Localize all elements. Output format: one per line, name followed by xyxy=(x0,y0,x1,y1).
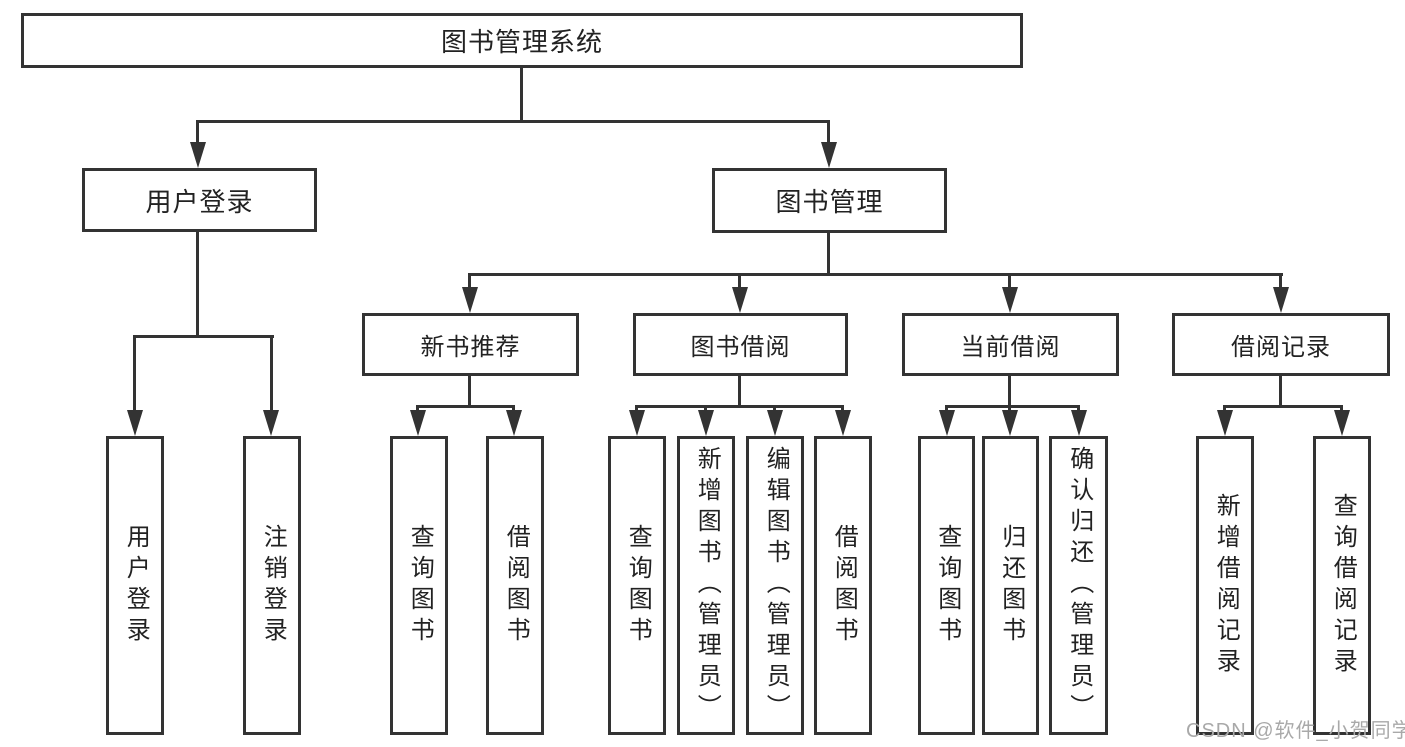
arrow-down-icon xyxy=(821,142,837,168)
leaf-user-login: 用户登录 xyxy=(106,436,164,735)
leaf-borrow-books: 借阅图书 xyxy=(814,436,872,735)
connector-line xyxy=(133,335,136,412)
connector-line xyxy=(635,405,638,413)
leaf-query-books: 查询图书 xyxy=(390,436,448,735)
leaf-query-borrow-record: 查询借阅记录 xyxy=(1313,436,1371,735)
connector-line xyxy=(196,230,199,338)
leaf-return-books: 归还图书 xyxy=(982,436,1039,735)
arrow-down-icon xyxy=(1217,410,1233,436)
connector-line xyxy=(945,405,948,413)
connector-line xyxy=(1340,405,1343,413)
connector-line xyxy=(270,335,273,412)
connector-line xyxy=(841,405,844,413)
connector-line xyxy=(945,405,1080,408)
connector-line xyxy=(1279,273,1282,289)
connector-line xyxy=(133,335,274,338)
connector-line xyxy=(1223,405,1343,408)
connector-line xyxy=(416,405,419,413)
node-book-borrowing: 图书借阅 xyxy=(633,313,848,376)
connector-line xyxy=(1077,405,1080,413)
arrow-down-icon xyxy=(462,287,478,313)
leaf-confirm-return-admin: 确认归还（管理员） xyxy=(1049,436,1108,735)
leaf-add-books-admin: 新增图书（管理员） xyxy=(677,436,735,735)
arrow-down-icon xyxy=(939,410,955,436)
arrow-down-icon xyxy=(1071,410,1087,436)
connector-line xyxy=(1008,374,1011,408)
arrow-down-icon xyxy=(1002,287,1018,313)
arrow-down-icon xyxy=(506,410,522,436)
arrow-down-icon xyxy=(835,410,851,436)
connector-line xyxy=(468,273,471,289)
connector-line xyxy=(469,273,1283,276)
arrow-down-icon xyxy=(127,410,143,436)
arrow-down-icon xyxy=(698,410,714,436)
node-library-management-system: 图书管理系统 xyxy=(21,13,1023,68)
connector-line xyxy=(196,120,199,146)
connector-line xyxy=(468,374,471,408)
connector-line xyxy=(827,120,830,146)
leaf-query-books: 查询图书 xyxy=(918,436,975,735)
connector-line xyxy=(1008,273,1011,289)
connector-line xyxy=(416,405,515,408)
node-new-book-recommend: 新书推荐 xyxy=(362,313,579,376)
connector-line xyxy=(1223,405,1226,413)
arrow-down-icon xyxy=(732,287,748,313)
arrow-down-icon xyxy=(767,410,783,436)
arrow-down-icon xyxy=(1002,410,1018,436)
arrow-down-icon xyxy=(190,142,206,168)
arrow-down-icon xyxy=(410,410,426,436)
connector-line xyxy=(1279,374,1282,408)
leaf-query-books: 查询图书 xyxy=(608,436,666,735)
connector-line xyxy=(773,405,776,413)
node-borrow-records: 借阅记录 xyxy=(1172,313,1390,376)
arrow-down-icon xyxy=(629,410,645,436)
arrow-down-icon xyxy=(1273,287,1289,313)
leaf-edit-books-admin: 编辑图书（管理员） xyxy=(746,436,804,735)
node-user-login: 用户登录 xyxy=(82,168,317,232)
csdn-watermark: CSDN @软件_小贺同学 xyxy=(1186,720,1405,742)
arrow-down-icon xyxy=(263,410,279,436)
connector-line xyxy=(520,66,523,123)
node-book-management: 图书管理 xyxy=(712,168,947,233)
arrow-down-icon xyxy=(1334,410,1350,436)
connector-line xyxy=(704,405,707,413)
leaf-borrow-books: 借阅图书 xyxy=(486,436,544,735)
node-current-borrowing: 当前借阅 xyxy=(902,313,1119,376)
connector-line xyxy=(1008,405,1011,413)
connector-line xyxy=(635,405,843,408)
connector-line xyxy=(738,374,741,408)
connector-line xyxy=(197,120,830,123)
leaf-add-borrow-record: 新增借阅记录 xyxy=(1196,436,1254,735)
connector-line xyxy=(512,405,515,413)
leaf-logout: 注销登录 xyxy=(243,436,301,735)
connector-line xyxy=(827,231,830,276)
connector-line xyxy=(738,273,741,289)
